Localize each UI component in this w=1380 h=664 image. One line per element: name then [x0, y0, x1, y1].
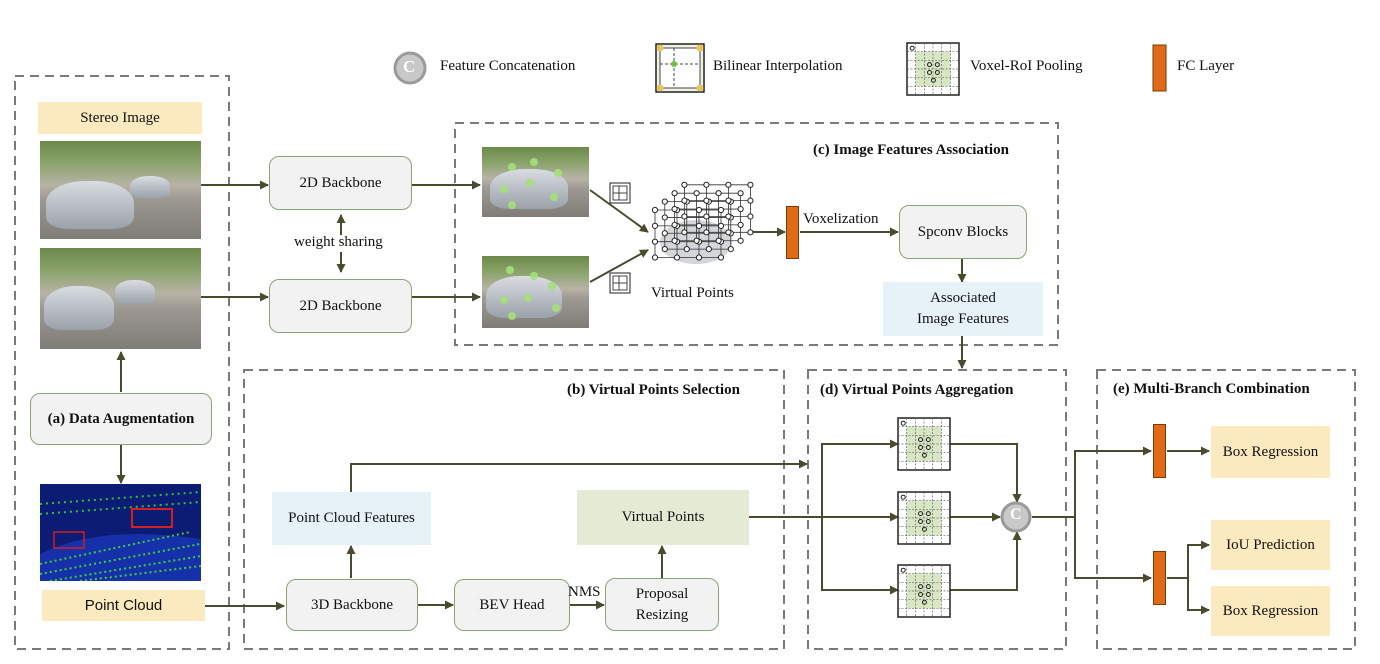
- arrow-feat2-vp: [589, 249, 649, 283]
- legend-bilinear-icon: [655, 43, 705, 93]
- voxel-roi-grid-2: [897, 491, 951, 545]
- sample-points-icon: [500, 266, 560, 320]
- data-augmentation-box: (a) Data Augmentation: [30, 393, 212, 445]
- virtual-points-box: Virtual Points: [577, 490, 749, 545]
- proposal-line-1: Proposal: [635, 585, 689, 602]
- point-cloud-features: Point Cloud Features: [272, 492, 431, 545]
- associated-image-features: Associated Image Features: [883, 282, 1043, 336]
- sample-points-icon: [500, 158, 562, 209]
- frame-c: [454, 122, 1059, 346]
- nms-label: NMS: [568, 584, 601, 600]
- fc-layer-e1: [1153, 424, 1166, 478]
- feature-image-2: [482, 256, 589, 328]
- point-cloud-label: Point Cloud: [42, 590, 205, 621]
- legend-fc-label: FC Layer: [1177, 58, 1235, 74]
- arrow-feat1-vp: [589, 189, 649, 233]
- bev-head: BEV Head: [454, 579, 570, 631]
- arrow-fc2-box: [1187, 578, 1210, 615]
- associated-line-2: Image Features: [916, 311, 1010, 327]
- stage-d-title: (d) Virtual Points Aggregation: [820, 382, 1014, 398]
- stereo-image-label: Stereo Image: [38, 102, 202, 134]
- arrows: [116, 180, 1210, 615]
- arrow-split-bottom: [821, 517, 899, 595]
- arrow-pcfeat-agg: [350, 459, 808, 492]
- legend-voxel-roi-label: Voxel-RoI Pooling: [970, 58, 1083, 74]
- backbone-2d-bottom: 2D Backbone: [269, 279, 412, 333]
- point-cloud-image: [40, 484, 201, 581]
- concat-letter: C: [1010, 506, 1022, 523]
- box-regression-top: Box Regression: [1211, 426, 1330, 478]
- stereo-image-right: [40, 248, 201, 349]
- proposal-resizing: Proposal Resizing: [605, 578, 719, 631]
- arrow-grid3-concat: [950, 531, 1022, 591]
- spconv-blocks: Spconv Blocks: [899, 205, 1027, 259]
- arrow-fc2-iou: [1167, 540, 1210, 579]
- arrow-split-top: [821, 439, 899, 517]
- frame-e: [1096, 369, 1356, 650]
- arrow-concat-fc1: [1032, 446, 1152, 518]
- weight-sharing-label: weight sharing: [294, 234, 383, 250]
- feature-image-1: [482, 147, 589, 217]
- legend-concat-label: Feature Concatenation: [440, 58, 576, 74]
- arrow-concat-fc2: [1074, 517, 1152, 583]
- associated-line-1: Associated: [930, 290, 996, 306]
- frame-a: [14, 75, 230, 650]
- stereo-image-left: [40, 141, 201, 239]
- legend-voxel-roi-icon: [906, 42, 960, 96]
- bilinear-icon-2: [609, 272, 631, 294]
- proposal-line-2: Resizing: [635, 606, 689, 623]
- legend-fc-icon: [1152, 44, 1167, 92]
- lidar-scan-icon: [40, 484, 201, 581]
- arrow-grid1-concat: [950, 443, 1022, 503]
- voxelization-label: Voxelization: [803, 211, 879, 227]
- fc-layer-e2: [1153, 551, 1166, 605]
- backbone-2d-top: 2D Backbone: [269, 156, 412, 210]
- stage-b-title: (b) Virtual Points Selection: [567, 382, 740, 398]
- legend-concat-icon: [393, 51, 427, 85]
- frame-b: [243, 369, 785, 650]
- virtual-points-label-c: Virtual Points: [651, 285, 734, 301]
- fc-layer-c: [786, 206, 799, 259]
- virtual-points-cube-icon: [651, 181, 754, 264]
- backbone-3d: 3D Backbone: [286, 579, 418, 631]
- concat-icon: [1000, 501, 1032, 533]
- box-regression-bottom: Box Regression: [1211, 586, 1330, 636]
- stage-e-title: (e) Multi-Branch Combination: [1113, 381, 1310, 397]
- frame-d: [807, 369, 1067, 650]
- iou-prediction: IoU Prediction: [1211, 520, 1330, 570]
- stage-c-title: (c) Image Features Association: [813, 142, 1009, 158]
- legend-concat-letter: C: [403, 57, 416, 76]
- voxel-roi-grid-1: [897, 417, 951, 471]
- bilinear-icon-1: [609, 182, 631, 204]
- legend-bilinear-label: Bilinear Interpolation: [713, 58, 843, 74]
- voxel-roi-grid-3: [897, 564, 951, 618]
